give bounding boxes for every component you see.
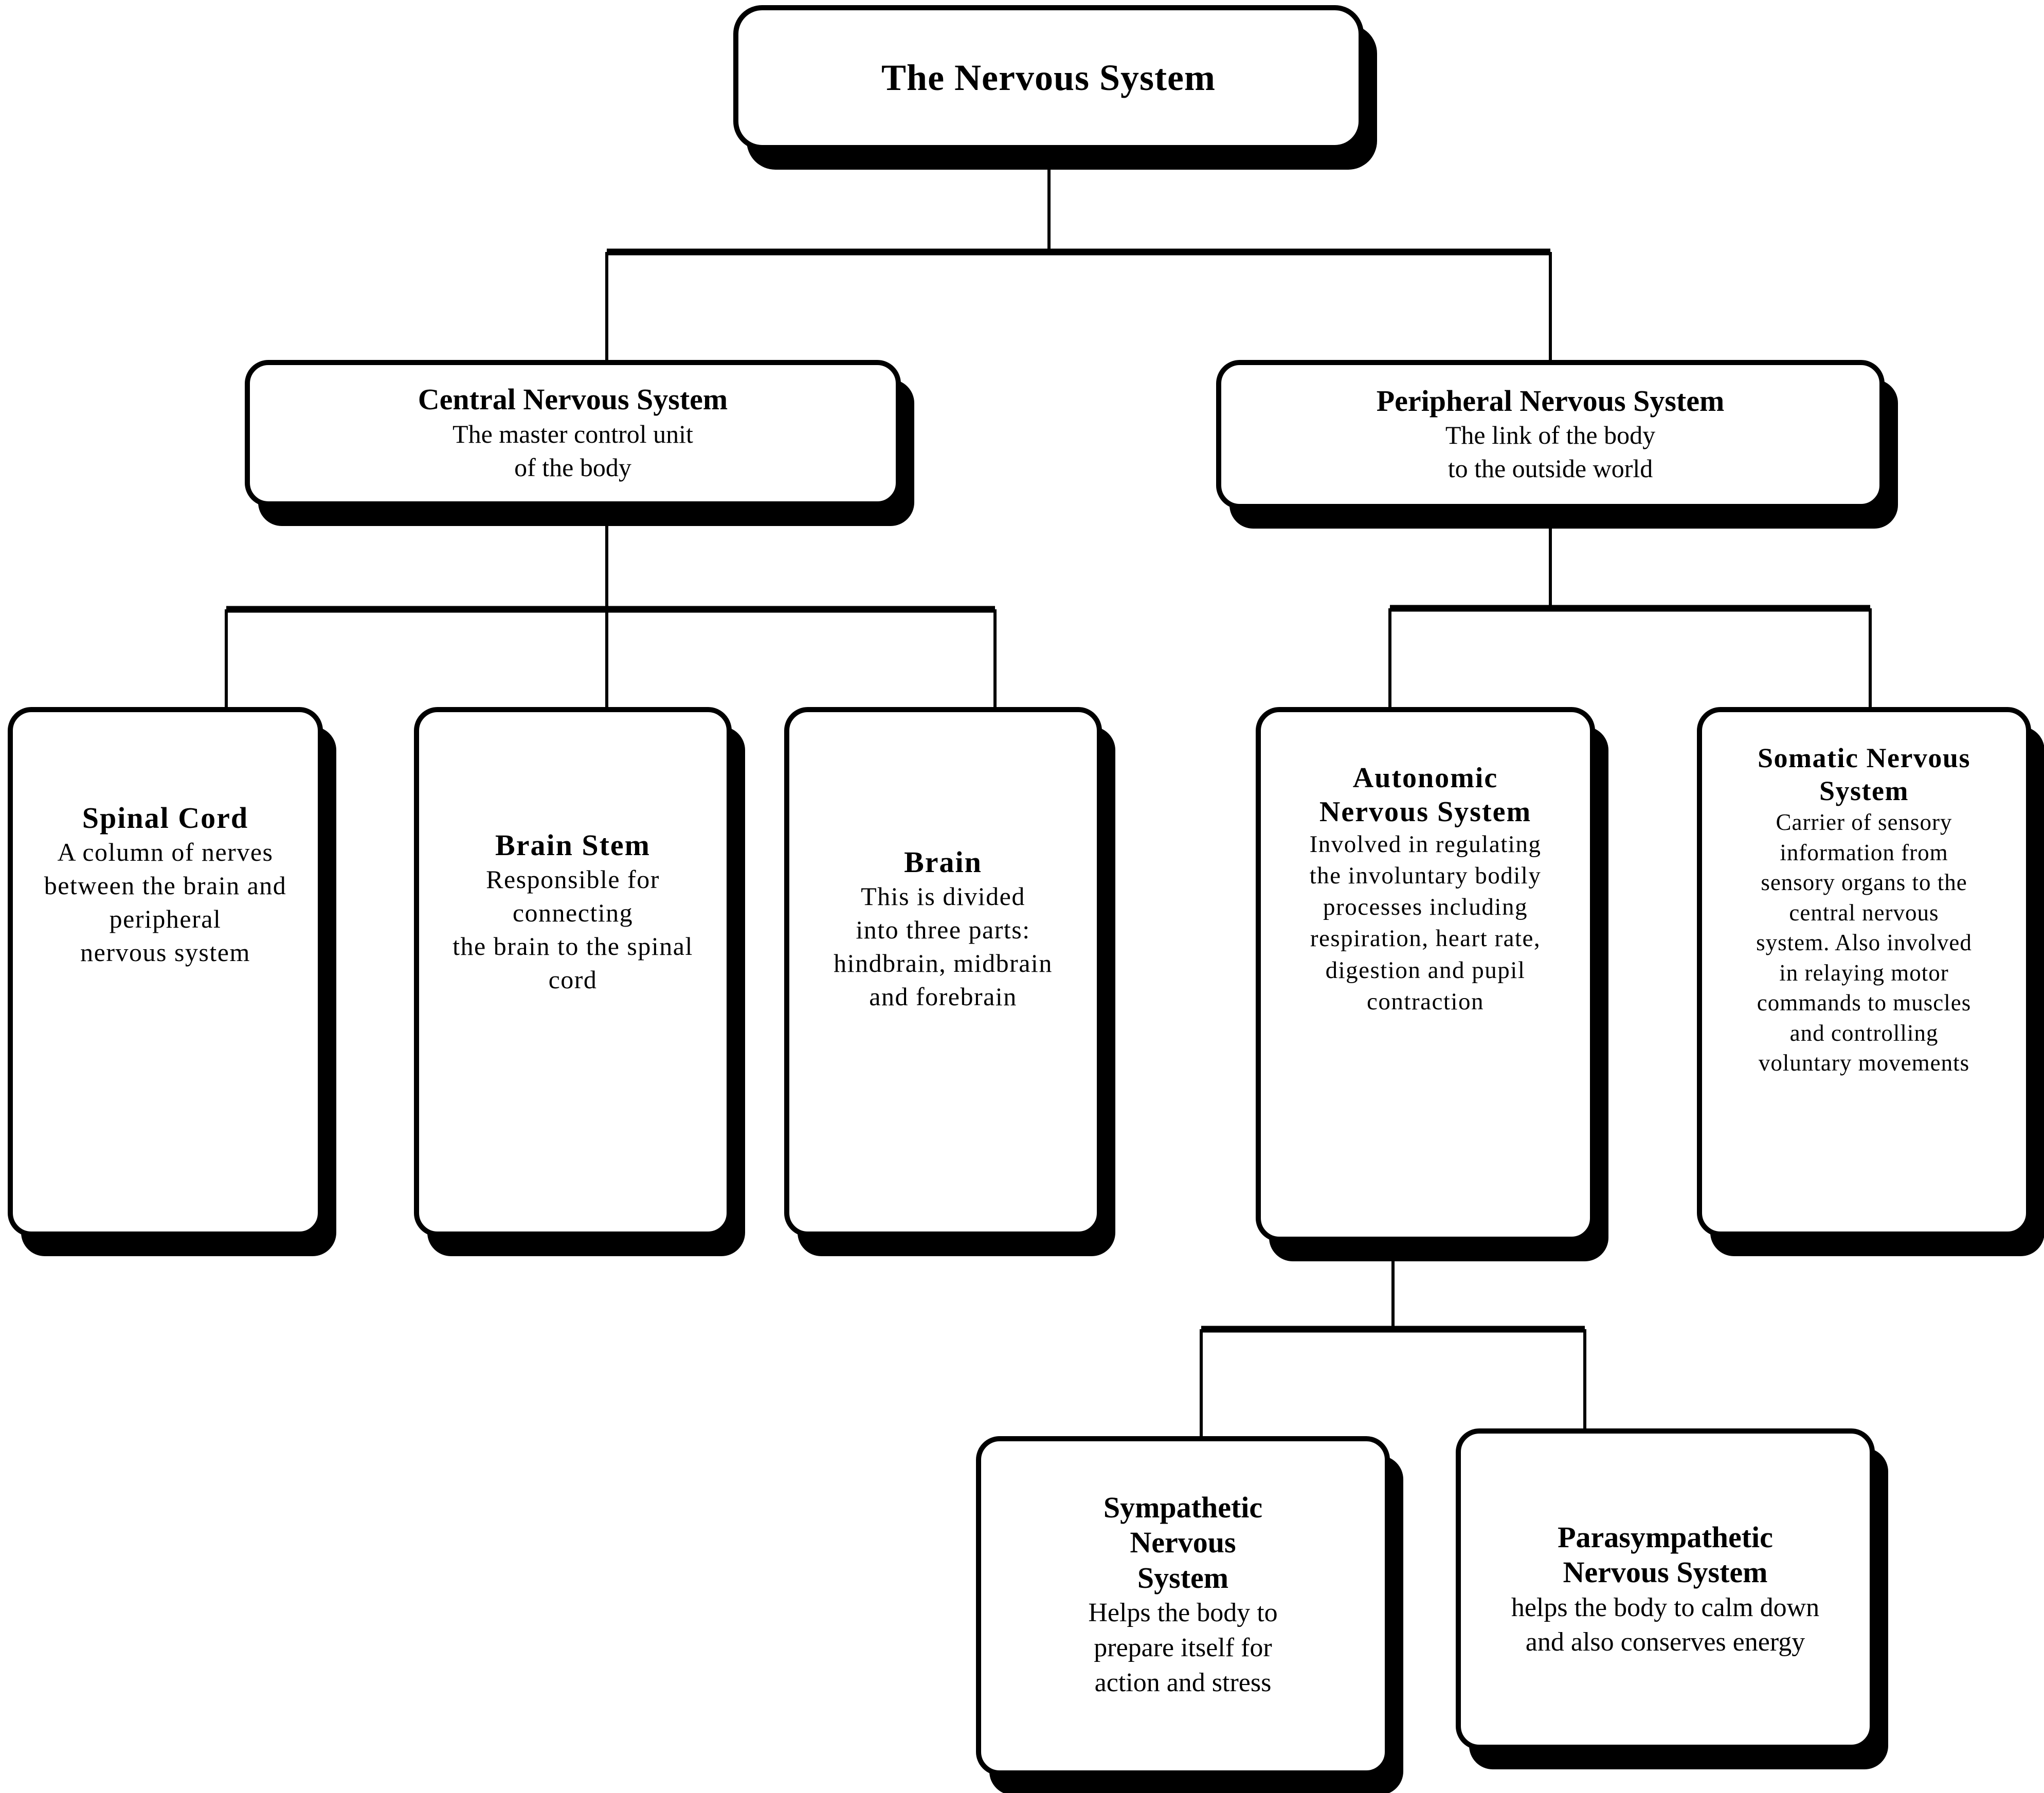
node-somatic-nervous-system: Somatic Nervous System Carrier of sensor… <box>1697 707 2031 1237</box>
node-spinal-cord: Spinal Cord A column of nerves between t… <box>8 707 323 1237</box>
spinal-cord-title: Spinal Cord <box>82 801 249 835</box>
brain-stem-title: Brain Stem <box>495 828 650 862</box>
autonomic-title: Autonomic Nervous System <box>1319 762 1532 828</box>
parasympathetic-title: Parasympathetic Nervous System <box>1558 1520 1773 1589</box>
node-brain: Brain This is divided into three parts: … <box>784 707 1102 1237</box>
pns-title: Peripheral Nervous System <box>1376 384 1725 418</box>
parasympathetic-description: helps the body to calm down and also con… <box>1511 1592 1820 1657</box>
somatic-title: Somatic Nervous System <box>1758 742 1970 806</box>
autonomic-description: Involved in regulating the involuntary b… <box>1309 831 1542 1015</box>
node-parasympathetic-nervous-system: Parasympathetic Nervous System helps the… <box>1456 1428 1875 1750</box>
somatic-description: Carrier of sensory information from sens… <box>1756 809 1972 1076</box>
node-sympathetic-nervous-system: Sympathetic Nervous System Helps the bod… <box>976 1436 1390 1776</box>
sympathetic-description: Helps the body to prepare itself for act… <box>1088 1598 1278 1697</box>
root-title: The Nervous System <box>881 57 1216 98</box>
node-the-nervous-system: The Nervous System <box>733 5 1364 150</box>
node-peripheral-nervous-system: Peripheral Nervous System The link of th… <box>1216 360 1885 509</box>
sympathetic-title: Sympathetic Nervous System <box>1103 1491 1263 1595</box>
node-brain-stem: Brain Stem Responsible for connecting th… <box>414 707 732 1237</box>
spinal-cord-description: A column of nerves between the brain and… <box>44 838 287 967</box>
node-autonomic-nervous-system: Autonomic Nervous System Involved in reg… <box>1256 707 1595 1242</box>
brain-description: This is divided into three parts: hindbr… <box>834 882 1053 1011</box>
cns-description: The master control unit of the body <box>453 419 693 482</box>
node-central-nervous-system: Central Nervous System The master contro… <box>245 360 901 506</box>
brain-title: Brain <box>904 845 982 879</box>
cns-title: Central Nervous System <box>418 383 728 416</box>
brain-stem-description: Responsible for connecting the brain to … <box>453 865 693 994</box>
pns-description: The link of the body to the outside worl… <box>1445 421 1656 483</box>
